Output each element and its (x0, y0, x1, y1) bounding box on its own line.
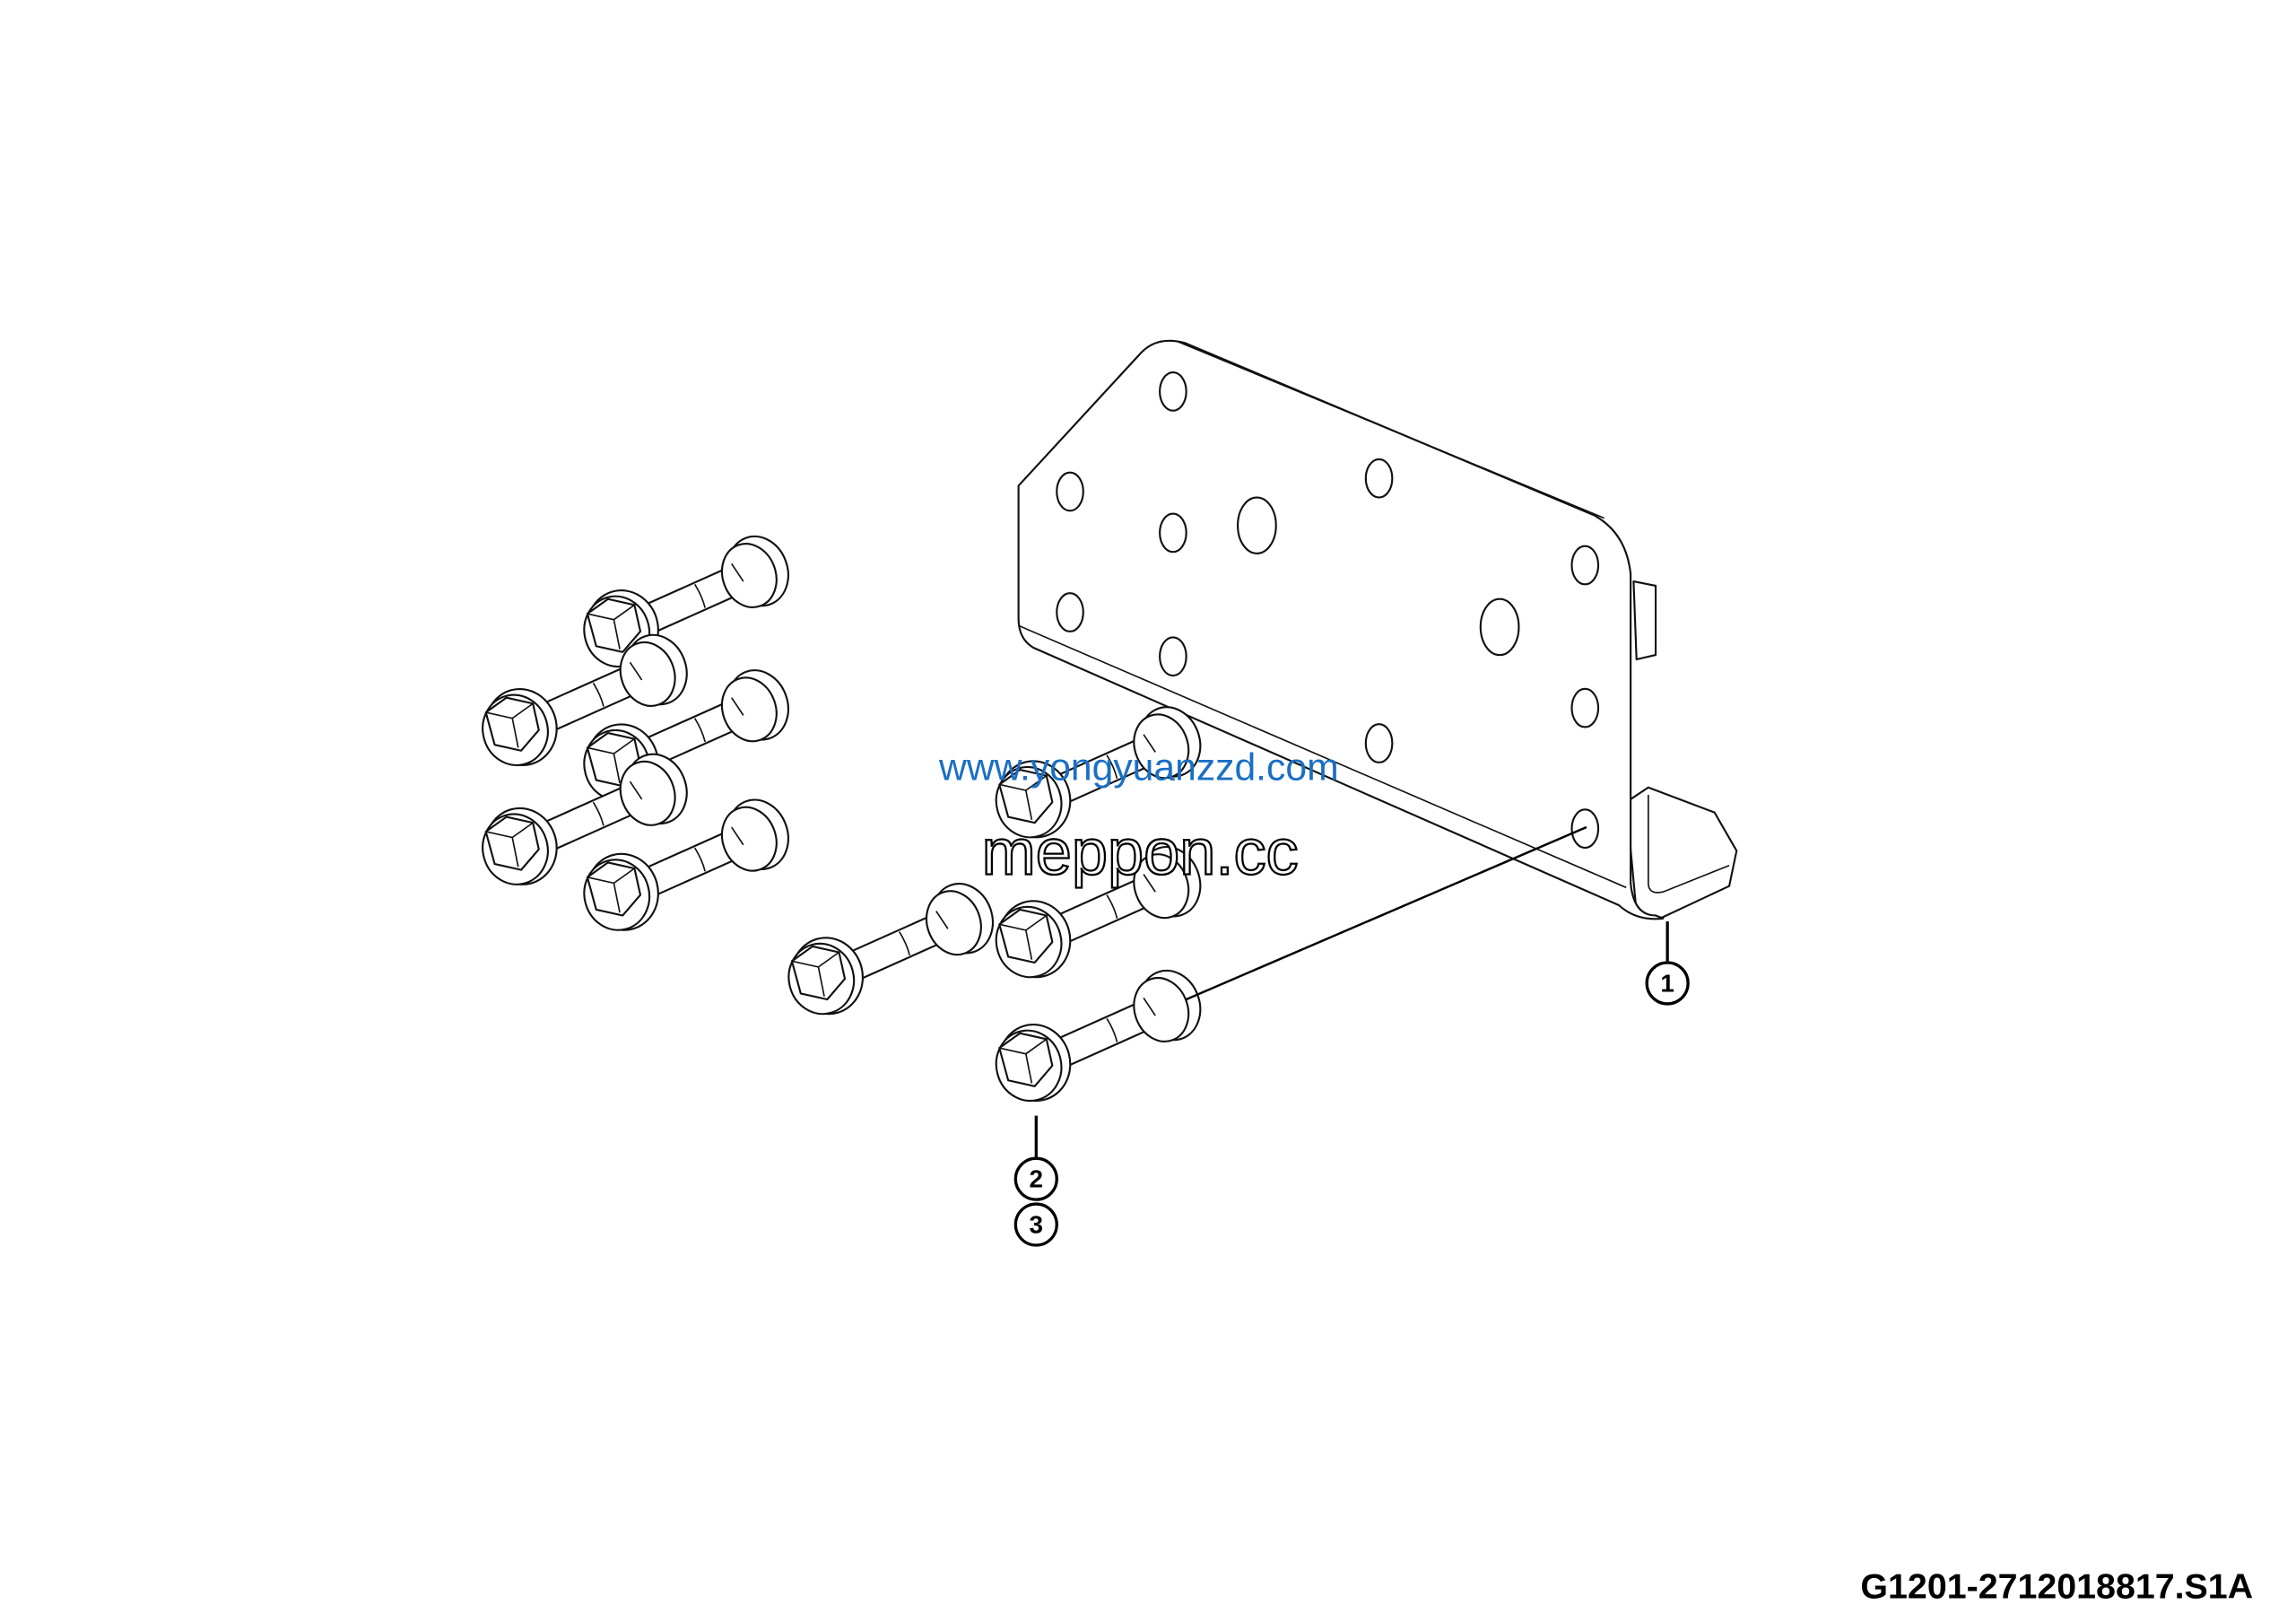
bracket-plate (1017, 339, 1738, 920)
leader-line (1186, 825, 1587, 1001)
callout-label: 3 (1030, 1211, 1044, 1239)
hole (1159, 636, 1187, 677)
bolt (779, 874, 1004, 1024)
bolt (987, 961, 1211, 1111)
hole (1159, 371, 1187, 412)
callout-1[interactable]: 1 (1645, 961, 1690, 1006)
bolt (575, 527, 799, 676)
hole (1570, 687, 1600, 728)
hole (1364, 458, 1394, 499)
callout-2[interactable]: 2 (1013, 1156, 1058, 1201)
hole (1364, 723, 1394, 763)
hole (1479, 597, 1520, 657)
hole (1159, 512, 1187, 554)
watermark-outline: meppon.cc (982, 817, 1299, 889)
hole (1570, 545, 1600, 586)
callout-label: 2 (1030, 1165, 1044, 1193)
hole (1237, 496, 1277, 554)
hole (1056, 471, 1084, 512)
callout-3[interactable]: 3 (1013, 1202, 1058, 1247)
drawing-code: G1201-2712018817.S1A (1860, 1567, 2253, 1607)
mounting-holes (1056, 371, 1600, 850)
hole (1056, 592, 1084, 632)
watermark-url: www.yongyuanzzd.com (938, 746, 1339, 789)
callout-label: 1 (1660, 969, 1674, 997)
